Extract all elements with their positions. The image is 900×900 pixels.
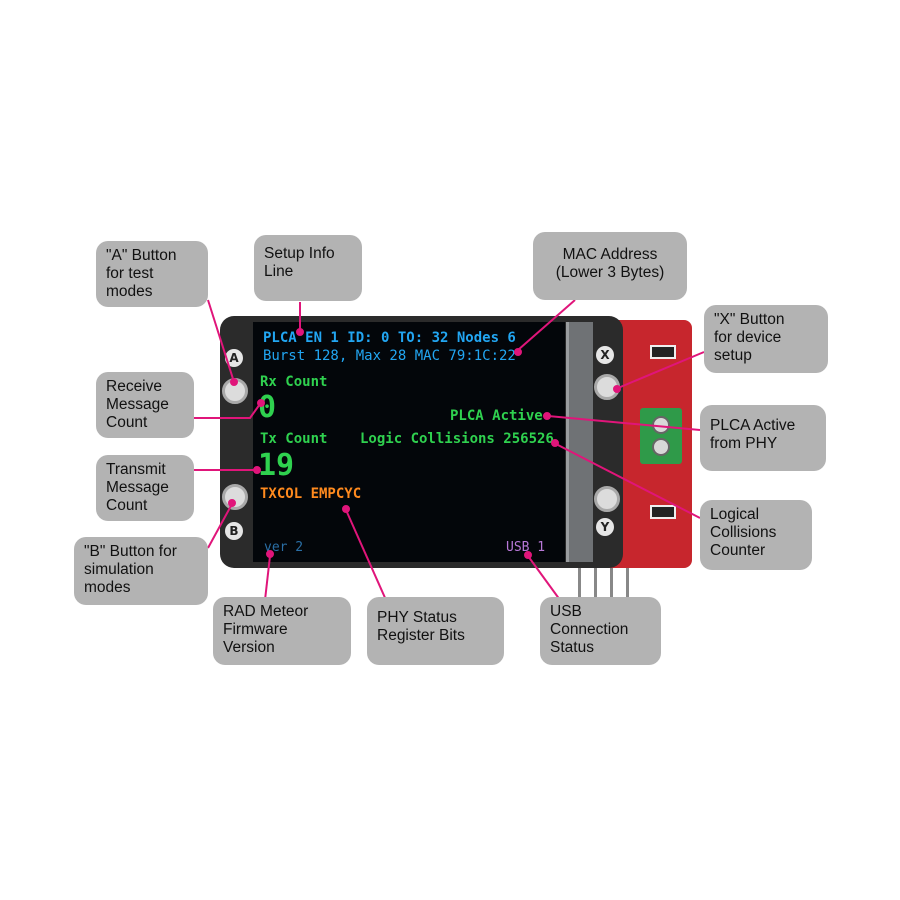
header-pin — [594, 568, 597, 600]
callout-text: "X" Button for device setup — [714, 311, 785, 364]
callout-logical-collisions: Logical Collisions Counter — [700, 500, 812, 570]
callout-text: Setup Info Line — [264, 245, 335, 280]
firmware-version: ver 2 — [264, 540, 304, 555]
header-pin — [578, 568, 581, 600]
setup-info-line1: PLCA EN 1 ID: 0 TO: 32 Nodes 6 — [263, 330, 516, 346]
callout-setup-info: Setup Info Line — [254, 235, 362, 301]
header-pin — [626, 568, 629, 600]
plca-status: PLCA Active — [450, 408, 543, 424]
callout-receive-count: Receive Message Count — [96, 372, 194, 438]
rx-count-label: Rx Count — [260, 374, 328, 390]
callout-text: PHY Status Register Bits — [377, 609, 465, 644]
tx-count-value: 19 — [258, 448, 295, 483]
jumper — [650, 345, 676, 359]
a-button-label: A — [225, 349, 243, 367]
callout-text: MAC Address (Lower 3 Bytes) — [555, 246, 665, 281]
callout-transmit-count: Transmit Message Count — [96, 455, 194, 521]
screw-icon — [652, 438, 670, 456]
callout-usb-status: USB Connection Status — [540, 597, 661, 665]
callout-text: USB Connection Status — [550, 603, 629, 656]
setup-info-line2: Burst 128, Max 28 MAC 79:1C:22 — [263, 348, 516, 364]
callout-x-button: "X" Button for device setup — [704, 305, 828, 373]
y-button[interactable] — [594, 486, 620, 512]
x-button-label: X — [596, 346, 614, 364]
header-pin — [610, 568, 613, 600]
callout-phy-status: PHY Status Register Bits — [367, 597, 504, 665]
logic-collisions: Logic Collisions 256526 — [360, 431, 554, 447]
callout-text: Logical Collisions Counter — [710, 506, 777, 559]
callout-mac-address: MAC Address (Lower 3 Bytes) — [533, 232, 687, 300]
callout-a-button: "A" Button for test modes — [96, 241, 208, 307]
callout-text: "A" Button for test modes — [106, 247, 177, 300]
lcd-screen — [253, 322, 565, 562]
callout-text: Receive Message Count — [106, 378, 169, 431]
usb-status: USB 1 — [506, 540, 546, 555]
b-button-label: B — [225, 522, 243, 540]
screw-icon — [652, 416, 670, 434]
callout-plca-active: PLCA Active from PHY — [700, 405, 826, 471]
phy-status-bits: TXCOL EMPCYC — [260, 486, 362, 502]
callout-text: Transmit Message Count — [106, 461, 169, 514]
callout-text: PLCA Active from PHY — [710, 417, 796, 452]
screen-edge — [566, 322, 593, 562]
callout-text: "B" Button for simulation modes — [84, 543, 177, 596]
callout-firmware: RAD Meteor Firmware Version — [213, 597, 351, 665]
b-button[interactable] — [222, 484, 248, 510]
rx-count-value: 0 — [258, 390, 277, 425]
a-button[interactable] — [222, 378, 248, 404]
x-button[interactable] — [594, 374, 620, 400]
tx-count-label: Tx Count — [260, 431, 328, 447]
terminal-block — [640, 408, 682, 464]
callout-text: RAD Meteor Firmware Version — [223, 603, 309, 656]
jumper — [650, 505, 676, 519]
y-button-label: Y — [596, 518, 614, 536]
callout-b-button: "B" Button for simulation modes — [74, 537, 208, 605]
